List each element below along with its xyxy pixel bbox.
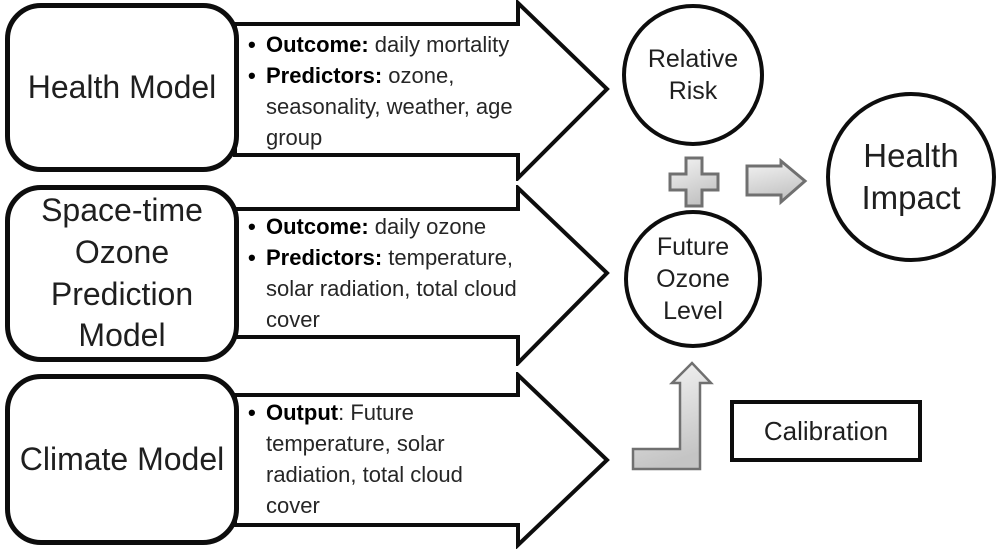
circle-relative-risk-label: Relative Risk <box>647 45 739 105</box>
circle-future-ozone-level-label: Future Ozone Level <box>656 233 730 325</box>
list-item: Predictors: ozone, seasonality, weather,… <box>248 60 536 153</box>
model-box-climate-label: Climate Model <box>19 440 225 477</box>
plus-icon <box>668 156 720 208</box>
circle-health-impact: Health Impact <box>826 92 996 262</box>
elbow-arrow-up-icon <box>631 361 714 471</box>
model-box-health-label: Health Model <box>27 68 217 105</box>
calibration-box: Calibration <box>730 400 922 462</box>
list-item: Output: Future temperature, solar radiat… <box>248 397 510 521</box>
model-box-ozone-label: Space-time Ozone Prediction Model <box>41 192 203 354</box>
circle-relative-risk: Relative Risk <box>622 4 764 146</box>
arrow-climate-text: Output: Future temperature, solar radiat… <box>248 397 510 521</box>
list-item: Outcome: daily mortality <box>248 29 536 60</box>
model-box-ozone: Space-time Ozone Prediction Model <box>5 185 239 362</box>
model-box-health: Health Model <box>5 3 239 172</box>
arrow-ozone-text: Outcome: daily ozone Predictors: tempera… <box>248 211 536 335</box>
circle-future-ozone-level: Future Ozone Level <box>624 210 762 348</box>
list-item: Outcome: daily ozone <box>248 211 536 242</box>
arrow-right-icon <box>745 158 808 206</box>
model-box-climate: Climate Model <box>5 374 239 545</box>
arrow-health-text: Outcome: daily mortality Predictors: ozo… <box>248 29 536 153</box>
calibration-label: Calibration <box>763 415 889 446</box>
list-item: Predictors: temperature, solar radiation… <box>248 242 536 335</box>
circle-health-impact-label: Health Impact <box>861 136 961 216</box>
